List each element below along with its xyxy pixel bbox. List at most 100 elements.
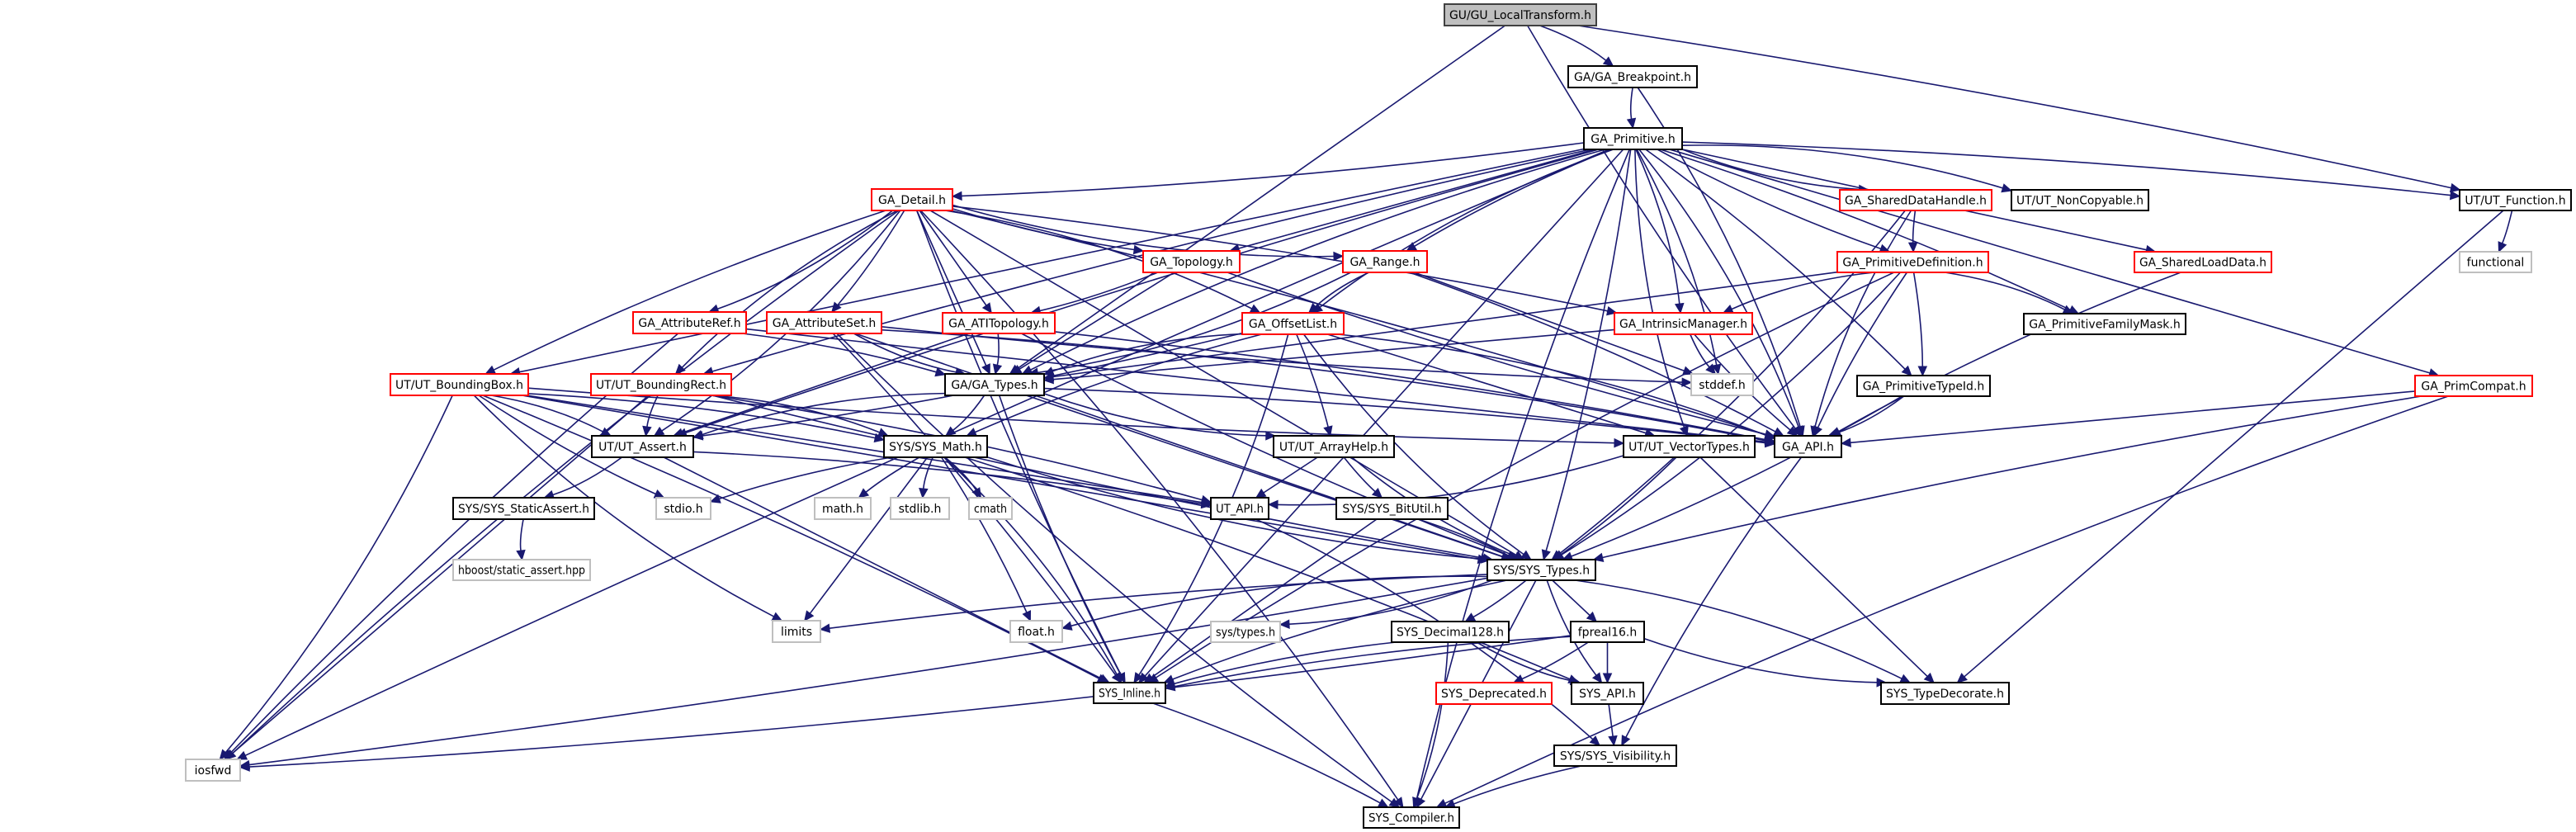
node-fpreal16[interactable]: fpreal16.h — [1570, 621, 1645, 643]
edge-line — [519, 518, 524, 551]
node-ut-api[interactable]: UT_API.h — [1210, 497, 1269, 520]
edge-line — [681, 210, 898, 368]
arrowhead-icon — [239, 762, 250, 772]
edge-GA_IntrinsicManager-to-GA_Types — [1042, 329, 1615, 385]
node-hboost-static-assert: hboost/static_assert.hpp — [452, 559, 591, 581]
edge-GA_Primitive-to-stddef — [1636, 149, 1722, 376]
node-box — [1435, 682, 1553, 705]
node-ga-primitivetypeid[interactable]: GA_PrimitiveTypeId.h — [1856, 375, 1991, 397]
node-gu-localtransform[interactable]: GU/GU_LocalTransform.h — [1444, 3, 1597, 26]
edge-SYS_Math-to-limits — [804, 456, 929, 622]
edge-fpreal16-to-SYS_Deprecated — [1512, 641, 1589, 683]
node-ga-range[interactable]: GA_Range.h — [1342, 250, 1428, 273]
node-ut-assert[interactable]: UT/UT_Assert.h — [591, 435, 694, 458]
node-box — [1142, 250, 1241, 273]
edge-line — [1144, 149, 1624, 677]
edge-SYS_Decimal128-to-SYS_Compiler — [1412, 641, 1449, 809]
edge-line — [1602, 395, 2422, 559]
arrowhead-icon — [1132, 244, 1145, 255]
node-ga-attributeset[interactable]: GA_AttributeSet.h — [766, 311, 882, 334]
node-box — [890, 497, 950, 520]
edge-UT_Function-to-SYS_TypeDecorate — [1956, 210, 2504, 683]
edge-GA_Types-to-UT_ArrayHelp — [1043, 393, 1277, 441]
node-ga-primcompat[interactable]: GA_PrimCompat.h — [2414, 375, 2533, 397]
node-sys-api[interactable]: SYS_API.h — [1571, 682, 1644, 705]
edge-line — [1731, 272, 1874, 310]
edge-line — [493, 210, 886, 371]
edge-line — [1288, 579, 1493, 625]
edge-line — [663, 456, 1102, 679]
node-ga-offsetlist[interactable]: GA_OffsetList.h — [1241, 312, 1345, 335]
edge-line — [1681, 144, 2003, 189]
edge-GA_Range-to-GA_API — [1409, 272, 1784, 437]
edge-line — [1527, 25, 1796, 429]
node-ut-vectortypes[interactable]: UT/UT_VectorTypes.h — [1623, 435, 1756, 458]
node-label: SYS_TypeDecorate.h — [1886, 688, 2004, 701]
edge-line — [1071, 575, 1488, 627]
arrowhead-icon — [2449, 182, 2461, 193]
node-sys-math[interactable]: SYS/SYS_Math.h — [883, 435, 988, 458]
edge-line — [1263, 456, 1318, 494]
node-sys-decimal128[interactable]: SYS_Decimal128.h — [1391, 621, 1510, 643]
edge-line — [1681, 149, 1860, 191]
edge-line — [1043, 393, 1266, 437]
node-box — [1444, 3, 1597, 26]
edge-GA_Detail-to-GA_AttributeRef — [707, 210, 893, 314]
arrowhead-icon — [1621, 735, 1631, 747]
edge-line — [1577, 25, 2451, 189]
node-sys-compiler[interactable]: SYS_Compiler.h — [1363, 806, 1460, 829]
node-ga-types[interactable]: GA/GA_Types.h — [944, 373, 1045, 396]
node-label: UT/UT_Function.h — [2465, 195, 2565, 208]
edge-line — [229, 333, 679, 754]
node-ga-sharedloaddata[interactable]: GA_SharedLoadData.h — [2134, 251, 2272, 273]
edge-GA_Breakpoint-to-GA_Primitive — [1626, 87, 1637, 130]
node-sys-inline[interactable]: SYS_Inline.h — [1093, 682, 1166, 704]
node-label: stdlib.h — [899, 503, 942, 516]
edge-GA_Types-to-SYS_Math — [944, 395, 985, 437]
edge-GA_Primitive-to-GA_PrimCompat — [1669, 149, 2440, 378]
node-sys-visibility[interactable]: SYS/SYS_Visibility.h — [1553, 745, 1677, 767]
node-ga-primitivefamilymask[interactable]: GA_PrimitiveFamilyMask.h — [2023, 313, 2186, 335]
node-ga-api[interactable]: GA_API.h — [1774, 435, 1842, 458]
arrowhead-icon — [1377, 798, 1389, 808]
node-ga-detail[interactable]: GA_Detail.h — [871, 188, 953, 211]
edge-SYS_Math-to-stdlib — [919, 456, 934, 499]
node-functional: functional — [2459, 251, 2532, 273]
node-label: GA_Detail.h — [878, 194, 946, 207]
node-ga-primitive[interactable]: GA_Primitive.h — [1583, 127, 1683, 150]
node-ut-arrayhelp[interactable]: UT/UT_ArrayHelp.h — [1273, 435, 1395, 458]
node-ga-intrinsicmanager[interactable]: GA_IntrinsicManager.h — [1614, 312, 1753, 335]
node-ga-attributeref[interactable]: GA_AttributeRef.h — [632, 311, 747, 334]
node-ut-function[interactable]: UT/UT_Function.h — [2459, 189, 2572, 211]
node-sys-bitutil[interactable]: SYS/SYS_BitUtil.h — [1335, 497, 1449, 520]
edge-line — [519, 148, 1585, 373]
node-ut-boundingrect[interactable]: UT/UT_BoundingRect.h — [590, 373, 732, 396]
arrowhead-icon — [1200, 499, 1212, 509]
edge-line — [1561, 272, 1901, 555]
arrowhead-icon — [981, 302, 992, 314]
edge-SYS_StaticAssert-to-hboost_static_assert — [516, 518, 526, 561]
edge-GA_Primitive-to-GA_Topology — [1229, 149, 1595, 253]
node-sys-deprecated[interactable]: SYS_Deprecated.h — [1435, 682, 1553, 705]
node-ut-boundingbox[interactable]: UT/UT_BoundingBox.h — [390, 373, 529, 396]
node-sys-staticassert[interactable]: SYS/SYS_StaticAssert.h — [452, 497, 595, 520]
edge-line — [1043, 387, 1766, 444]
node-box — [1241, 312, 1345, 335]
edge-line — [915, 210, 1122, 675]
node-label: iosfwd — [195, 764, 232, 778]
edge-line — [1539, 25, 1607, 61]
arrowhead-icon — [2001, 183, 2013, 193]
node-ut-noncopyable[interactable]: UT/UT_NonCopyable.h — [2011, 189, 2149, 211]
edge-GA_AttributeSet-to-SYS_Compiler — [836, 333, 1401, 808]
node-ga-topology[interactable]: GA_Topology.h — [1142, 250, 1241, 273]
node-sys-types[interactable]: SYS/SYS_Types.h — [1487, 559, 1596, 581]
node-ga-breakpoint[interactable]: GA/GA_Breakpoint.h — [1567, 65, 1698, 88]
node-ga-primitivedefinition[interactable]: GA_PrimitiveDefinition.h — [1836, 251, 1989, 273]
arrowhead-icon — [1255, 488, 1267, 499]
arrowhead-icon — [819, 623, 831, 633]
edge-GA_Detail-to-GA_ATITopology — [919, 210, 992, 314]
node-ga-shareddatahandle[interactable]: GA_SharedDataHandle.h — [1839, 189, 1992, 211]
edge-line — [1238, 149, 1595, 249]
node-ga-atitopology[interactable]: GA_ATITopology.h — [942, 312, 1056, 334]
node-sys-typedecorate[interactable]: SYS_TypeDecorate.h — [1880, 682, 2010, 705]
